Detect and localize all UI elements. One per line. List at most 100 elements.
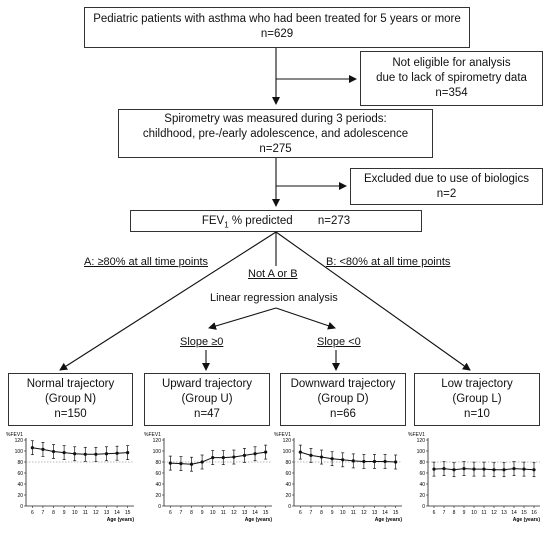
excluded-count: n=2	[436, 188, 457, 200]
x-tick-label: 9	[63, 510, 66, 516]
x-tick-label: 11	[351, 510, 356, 516]
x-tick-label: 12	[231, 510, 237, 516]
data-point	[442, 467, 446, 471]
series-line	[170, 451, 266, 465]
group-count: n=10	[464, 408, 490, 420]
x-tick-label: 11	[481, 510, 486, 516]
data-point	[472, 467, 476, 471]
not-eligible-text: Not eligible for analysis	[392, 57, 511, 69]
x-tick-label: 15	[521, 510, 527, 516]
y-tick-label: 40	[17, 482, 23, 488]
data-point	[264, 450, 268, 454]
data-point	[73, 452, 77, 456]
y-tick-label: 20	[17, 493, 23, 499]
data-point	[200, 460, 204, 464]
data-point	[362, 459, 366, 464]
x-tick-label: 6	[169, 510, 172, 516]
x-axis-label: Age (years)	[375, 517, 403, 523]
data-point	[211, 456, 215, 460]
x-tick-label: 13	[501, 510, 507, 516]
x-tick-label: 9	[331, 510, 334, 516]
x-tick-label: 13	[372, 510, 378, 516]
x-axis-label: Age (years)	[107, 517, 135, 523]
x-tick-label: 8	[190, 510, 193, 516]
data-point	[383, 459, 387, 464]
criterion-b-label: B: <80% at all time points	[326, 256, 451, 268]
y-tick-label: 0	[288, 504, 291, 510]
group-code: (Group L)	[452, 393, 502, 405]
y-tick-label: 60	[155, 471, 161, 477]
spirometry-periods: childhood, pre-/early adolescence, and a…	[142, 128, 409, 140]
data-point	[502, 468, 506, 472]
data-point	[126, 451, 130, 455]
x-tick-label: 10	[340, 510, 346, 516]
y-tick-label: 120	[283, 438, 292, 444]
data-point	[341, 458, 345, 462]
data-point	[452, 468, 456, 472]
series-line	[300, 451, 396, 463]
fev1-box: FEV1 % predicted n=273	[130, 210, 422, 232]
x-tick-label: 8	[320, 510, 323, 516]
data-point	[30, 446, 34, 450]
regression-label: Linear regression analysis	[210, 292, 338, 304]
group-title: Downward trajectory	[290, 378, 396, 390]
y-axis-label: %FEV1	[144, 432, 161, 438]
y-tick-label: 120	[417, 438, 426, 444]
not-a-or-b-label: Not A or B	[248, 268, 298, 280]
y-tick-label: 80	[17, 460, 23, 466]
data-point	[512, 467, 516, 471]
y-tick-label: 40	[419, 482, 425, 488]
y-tick-label: 100	[283, 449, 292, 455]
x-tick-label: 11	[83, 510, 88, 516]
x-tick-label: 13	[242, 510, 248, 516]
x-axis-label: Age (years)	[513, 517, 541, 523]
group-title: Upward trajectory	[161, 378, 253, 390]
spirometry-box: Spirometry was measured during 3 periods…	[118, 109, 433, 158]
y-tick-label: 80	[419, 460, 425, 466]
group-l-box: Low trajectory (Group L) n=10	[414, 373, 540, 426]
x-tick-label: 12	[491, 510, 497, 516]
x-tick-label: 8	[453, 510, 456, 516]
group-u-box: Upward trajectory (Group U) n=47	[144, 373, 270, 426]
y-tick-label: 0	[20, 504, 23, 510]
data-point	[115, 451, 119, 455]
data-point	[298, 450, 302, 454]
slope-positive-label: Slope ≥0	[180, 336, 224, 348]
x-tick-label: 9	[201, 510, 204, 516]
x-tick-label: 14	[382, 510, 388, 516]
patients-text: Pediatric patients with asthma who had b…	[93, 13, 461, 25]
series-line	[32, 447, 128, 455]
data-point	[104, 452, 109, 456]
excluded-box: Excluded due to use of biologics n=2	[350, 168, 543, 205]
y-axis-label: %FEV1	[6, 432, 23, 438]
y-tick-label: 60	[419, 471, 425, 477]
x-tick-label: 6	[31, 510, 34, 516]
data-point	[94, 452, 98, 456]
group-count: n=150	[54, 408, 87, 420]
group-n-box: Normal trajectory (Group N) n=150	[8, 373, 133, 426]
fev1-suffix: % predicted	[228, 215, 293, 227]
x-tick-label: 6	[299, 510, 302, 516]
group-code: (Group N)	[44, 393, 97, 405]
y-tick-label: 0	[422, 504, 425, 510]
x-tick-label: 6	[433, 510, 436, 516]
y-axis-label: %FEV1	[274, 432, 291, 438]
y-tick-label: 20	[419, 493, 425, 499]
y-tick-label: 100	[153, 449, 162, 455]
criterion-a-label: A: ≥80% at all time points	[84, 256, 209, 268]
data-point	[319, 455, 324, 459]
data-point	[522, 467, 526, 471]
x-tick-label: 15	[263, 510, 269, 516]
x-tick-label: 12	[361, 510, 367, 516]
data-point	[51, 449, 56, 454]
data-point	[189, 462, 194, 466]
x-tick-label: 16	[531, 510, 537, 516]
y-tick-label: 120	[15, 438, 24, 444]
data-point	[41, 447, 45, 451]
patients-box: Pediatric patients with asthma who had b…	[84, 7, 470, 48]
x-tick-label: 7	[180, 510, 183, 516]
data-point	[330, 457, 334, 461]
data-point	[168, 461, 172, 465]
